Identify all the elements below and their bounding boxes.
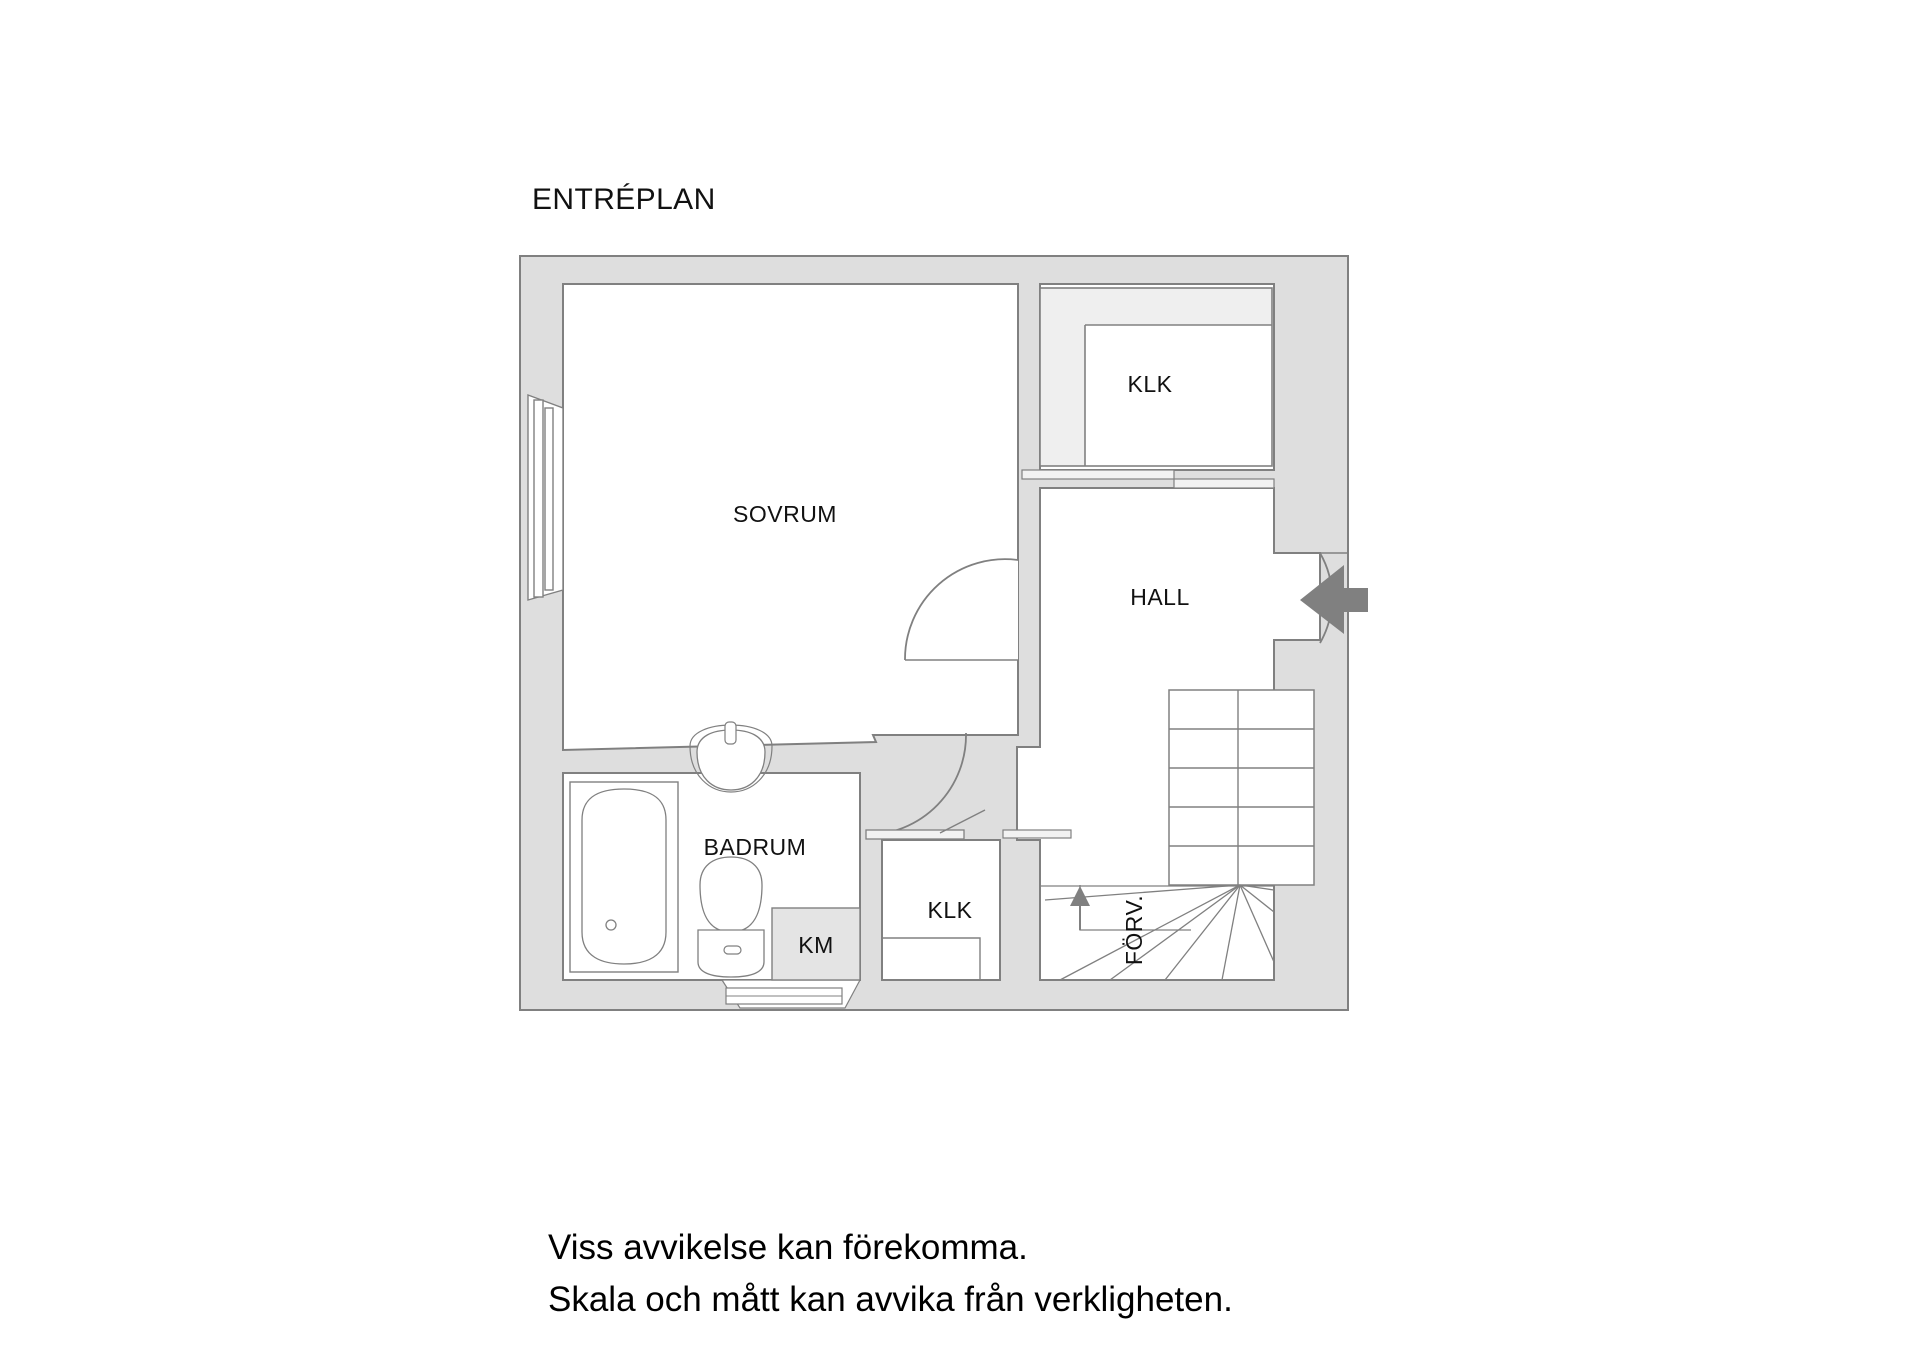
stair-up-arrow-icon xyxy=(1070,886,1090,930)
room-label-km: KM xyxy=(798,932,834,958)
disclaimer-text: Viss avvikelse kan förekomma. Skala och … xyxy=(548,1222,1233,1326)
bathtub-icon xyxy=(569,781,679,973)
door-sovrum-hall xyxy=(904,558,1019,661)
door-klk-upper xyxy=(1021,469,1275,489)
door-badrum xyxy=(865,732,986,840)
door-klk-lower xyxy=(1002,829,1072,839)
room-label-badrum: BADRUM xyxy=(704,834,807,860)
staircase-icon xyxy=(1040,689,1315,981)
sink-icon xyxy=(689,721,773,793)
room-label-klk-lower: KLK xyxy=(928,897,973,923)
room-label-klk-upper: KLK xyxy=(1128,371,1173,397)
room-label-hall: HALL xyxy=(1130,584,1190,610)
entrance-arrow-icon xyxy=(1300,565,1368,634)
window-sovrum-west xyxy=(527,393,564,601)
disclaimer-line-2: Skala och mått kan avvika från verklighe… xyxy=(548,1280,1233,1319)
entrance-door xyxy=(1300,552,1368,644)
klk-upper-shelving xyxy=(1039,287,1273,467)
room-labels: SOVRUM KLK HALL BADRUM KLK KM FÖRV. xyxy=(704,371,1190,965)
room-label-forvaring: FÖRV. xyxy=(1121,895,1147,965)
disclaimer-line-1: Viss avvikelse kan förekomma. xyxy=(548,1228,1028,1267)
page-title: ENTRÉPLAN xyxy=(532,183,716,216)
toilet-icon xyxy=(697,856,765,978)
klk-lower-shelf xyxy=(882,937,981,980)
washing-machine-icon xyxy=(771,907,861,981)
room-label-sovrum: SOVRUM xyxy=(733,501,837,527)
window-badrum-south xyxy=(720,979,862,1009)
